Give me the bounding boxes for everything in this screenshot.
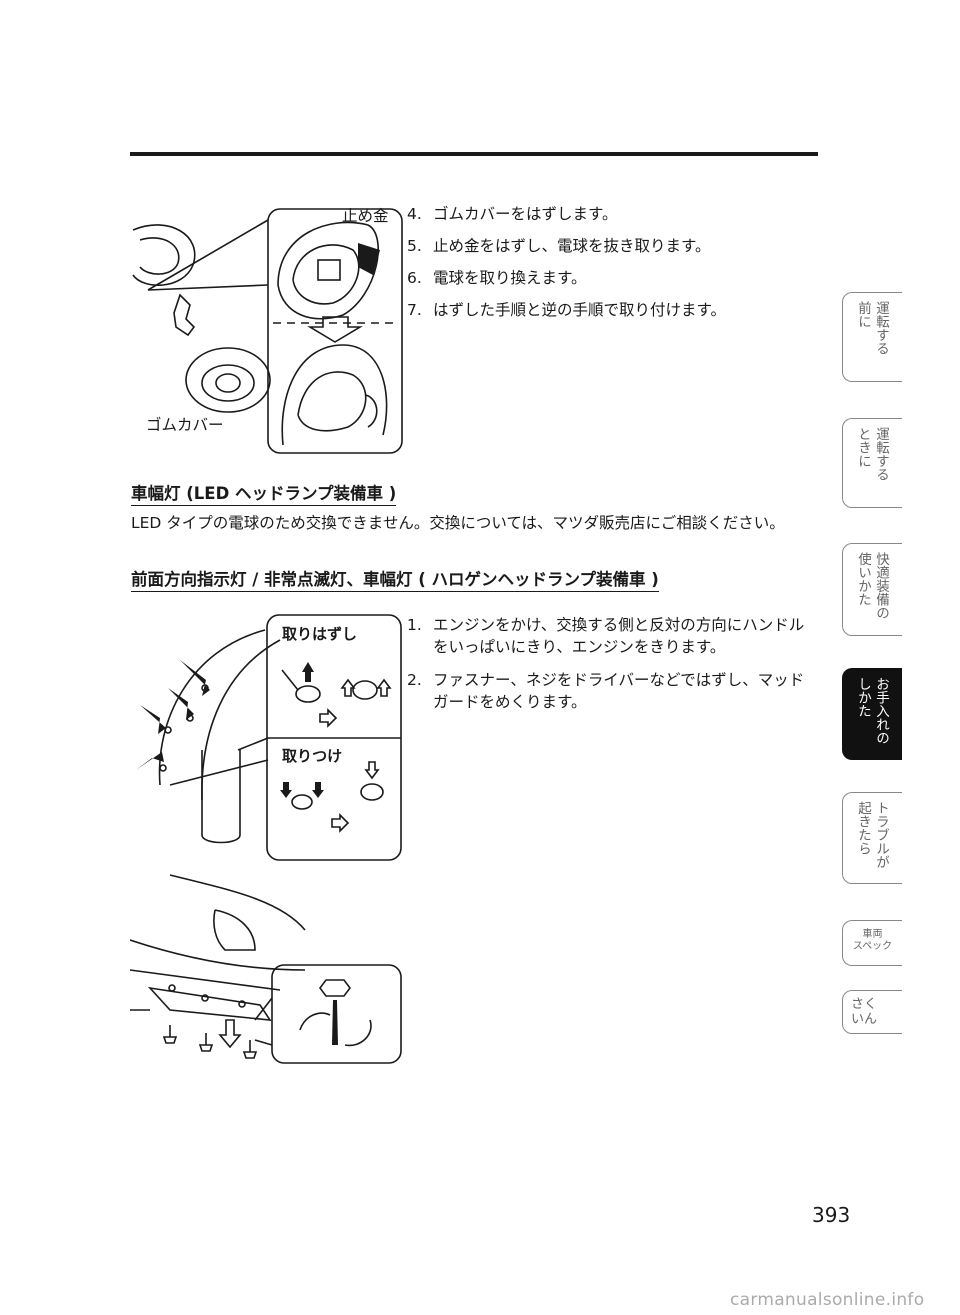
step-item: 7.はずした手順と逆の手順で取り付けます。 xyxy=(407,301,726,319)
figure-label-install: 取りつけ xyxy=(282,747,343,765)
fender-fastener-figure xyxy=(136,614,402,861)
side-tab-maintenance[interactable]: お手入れの しかた xyxy=(842,668,902,760)
steps-top: 4.ゴムカバーをはずします。 5.止め金をはずし、電球を抜き取ります。 6.電球… xyxy=(407,198,817,326)
step-item: 6.電球を取り換えます。 xyxy=(407,269,587,287)
step-item: 2.ファスナー、ネジをドライバーなどではずし、マッドガードをめくります。 xyxy=(407,671,805,711)
side-tab-while-driving[interactable]: 運転する ときに xyxy=(842,418,902,508)
step-item: 4.ゴムカバーをはずします。 xyxy=(407,205,618,223)
step-item: 5.止め金をはずし、電球を抜き取ります。 xyxy=(407,237,711,255)
footer-watermark: carmanualsonline.info xyxy=(730,1290,925,1310)
steps-bottom: 1.エンジンをかけ、交換する側と反対の方向にハンドルをいっぱいにきり、エンジンを… xyxy=(407,609,819,713)
side-tab-index[interactable]: さく いん xyxy=(842,990,902,1034)
section-body-led: LED タイプの電球のため交換できません。交換については、マツダ販売店にご相談く… xyxy=(131,514,785,532)
figure-label-rubber-cover: ゴムカバー xyxy=(146,416,224,434)
headlamp-bulb-figure xyxy=(132,208,403,454)
side-tab-before-driving[interactable]: 運転する 前に xyxy=(842,292,902,382)
side-tab-vehicle-specs[interactable]: 車両 スペック xyxy=(842,920,902,966)
page-number: 393 xyxy=(812,1203,851,1227)
figure-label-clip: 止め金 xyxy=(342,207,389,225)
side-tab-troubleshooting[interactable]: トラブルが 起きたら xyxy=(842,792,902,884)
section-heading-turn-signal: 前面方向指示灯 / 非常点滅灯、車幅灯 ( ハロゲンヘッドランプ装備車 ) xyxy=(131,566,659,592)
figure-label-remove: 取りはずし xyxy=(282,625,358,643)
top-rule xyxy=(130,152,818,156)
step-item: 1.エンジンをかけ、交換する側と反対の方向にハンドルをいっぱいにきり、エンジンを… xyxy=(407,616,805,656)
side-tab-comfort-features[interactable]: 快適装備の 使いかた xyxy=(842,543,902,636)
mudguard-screw-figure xyxy=(130,874,402,1064)
section-heading-led-parking-lamp: 車幅灯 (LED ヘッドランプ装備車 ) xyxy=(131,480,397,506)
